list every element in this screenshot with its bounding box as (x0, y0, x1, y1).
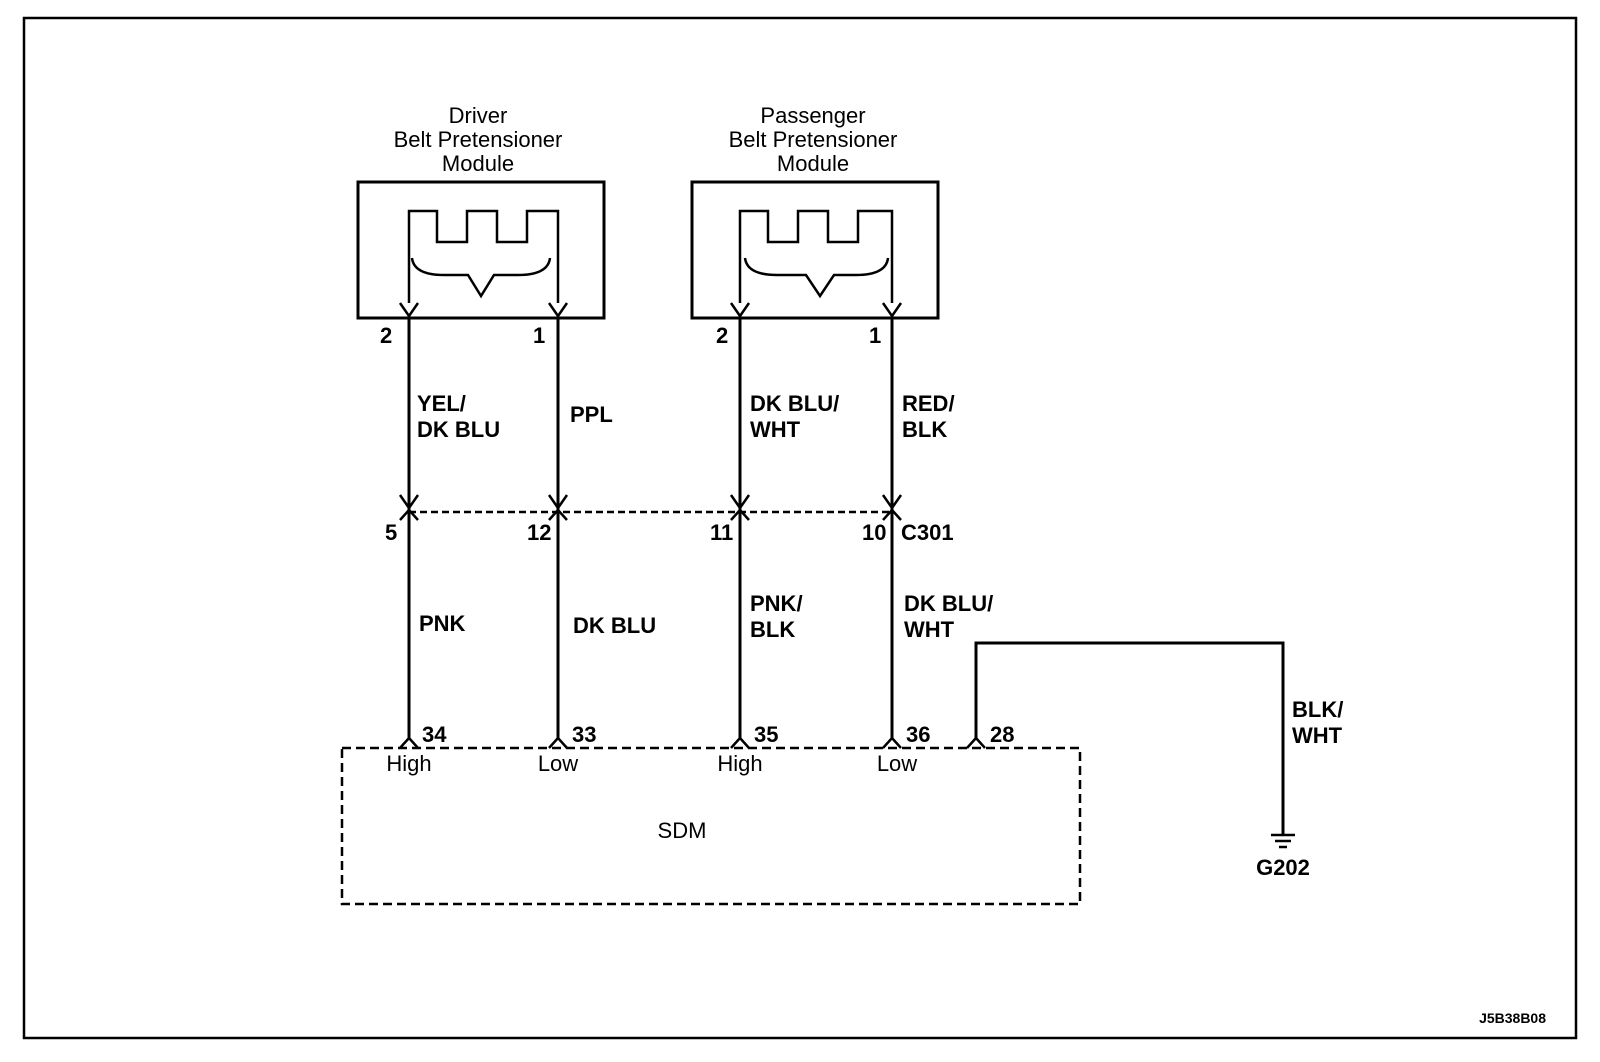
driver-module-title-3: Module (442, 151, 514, 176)
c301-pin-5: 5 (385, 520, 397, 545)
c301-name: C301 (901, 520, 954, 545)
figure-id: J5B38B08 (1479, 1010, 1546, 1026)
driver-squib-brace-icon (410, 257, 552, 299)
sdm-pin-35: 35 (754, 722, 778, 747)
passenger-pin-2: 2 (716, 323, 728, 348)
sdm-pin-34: 34 (422, 722, 447, 747)
c301-pin-10: 10 (862, 520, 886, 545)
ground-wire-label-a: BLK/ (1292, 697, 1343, 722)
c301-pin-11: 11 (710, 520, 733, 545)
driver-module: Driver Belt Pretensioner Module 2 1 (356, 103, 606, 348)
wire-label-w2: PPL (570, 402, 613, 427)
c301-pin-12-icon (548, 508, 568, 521)
driver-pretensioner-element (407, 209, 560, 303)
ground-circuit: BLK/ WHT G202 (974, 641, 1343, 880)
wire-label-w5: PNK (419, 611, 466, 636)
c301-pin-12: 12 (527, 520, 551, 545)
c301-pin-11-icon (730, 508, 750, 521)
wire-label-w7-a: PNK/ (750, 591, 803, 616)
upper-wires: YEL/ DK BLU PPL DK BLU/ WHT RED/ BLK (398, 318, 955, 511)
connector-c301: 5 12 11 10 C301 (385, 508, 954, 545)
passenger-squib-brace-icon (743, 257, 890, 299)
wire-label-w8-b: WHT (904, 617, 955, 642)
c301-arrow-12-icon (547, 494, 569, 511)
passenger-module-title-3: Module (777, 151, 849, 176)
wire-label-w7-b: BLK (750, 617, 795, 642)
passenger-module-title-2: Belt Pretensioner (729, 127, 898, 152)
driver-module-title-2: Belt Pretensioner (394, 127, 563, 152)
ground-symbol-icon (1271, 833, 1295, 849)
driver-terminal-2-icon (398, 302, 420, 319)
wire-label-w4-a: RED/ (902, 391, 955, 416)
passenger-terminal-2-icon (729, 302, 751, 319)
ground-wire-label-b: WHT (1292, 723, 1343, 748)
passenger-module-title-1: Passenger (760, 103, 865, 128)
sdm-box (340, 746, 1082, 906)
sdm-name: SDM (658, 818, 707, 843)
wire-blk-wht (974, 641, 1285, 835)
driver-pin-1: 1 (533, 323, 545, 348)
sdm-pin-36: 36 (906, 722, 930, 747)
sdm-pin-35-function: High (717, 751, 762, 776)
c301-arrow-5-icon (398, 494, 420, 511)
sdm-pin-36-function: Low (877, 751, 917, 776)
wire-label-w6: DK BLU (573, 613, 656, 638)
sdm-pin-28: 28 (990, 722, 1014, 747)
sdm-pin-28-icon (966, 736, 986, 749)
c301-pin-10-icon (882, 508, 902, 521)
passenger-pin-1: 1 (869, 323, 881, 348)
passenger-terminal-1-icon (881, 302, 903, 319)
wire-label-w1-a: YEL/ (417, 391, 466, 416)
diagram-frame (22, 16, 1578, 1040)
driver-terminal-1-icon (547, 302, 569, 319)
wire-label-w3-b: WHT (750, 417, 801, 442)
lower-wires: PNK DK BLU PNK/ BLK DK BLU/ WHT (407, 512, 993, 738)
driver-module-title-1: Driver (449, 103, 508, 128)
sdm-pin-33: 33 (572, 722, 596, 747)
sdm-module: 34 33 35 36 28 High Low High Low SDM (340, 722, 1082, 906)
driver-module-box (356, 180, 606, 320)
sdm-pin-36-icon (882, 736, 902, 749)
sdm-pin-33-icon (548, 736, 568, 749)
c301-pin-5-icon (399, 508, 419, 521)
ground-name: G202 (1256, 855, 1310, 880)
passenger-module: Passenger Belt Pretensioner Module 2 1 (690, 103, 940, 348)
passenger-pretensioner-element (738, 209, 894, 303)
driver-pin-2: 2 (380, 323, 392, 348)
sdm-pin-34-icon (399, 736, 419, 749)
sdm-pin-35-icon (730, 736, 750, 749)
c301-arrow-10-icon (881, 494, 903, 511)
c301-arrow-11-icon (729, 494, 751, 511)
wire-label-w1-b: DK BLU (417, 417, 500, 442)
passenger-module-box (690, 180, 940, 320)
sdm-pin-34-function: High (386, 751, 431, 776)
wire-label-w3-a: DK BLU/ (750, 391, 839, 416)
wire-label-w8-a: DK BLU/ (904, 591, 993, 616)
sdm-pin-33-function: Low (538, 751, 578, 776)
wire-label-w4-b: BLK (902, 417, 947, 442)
